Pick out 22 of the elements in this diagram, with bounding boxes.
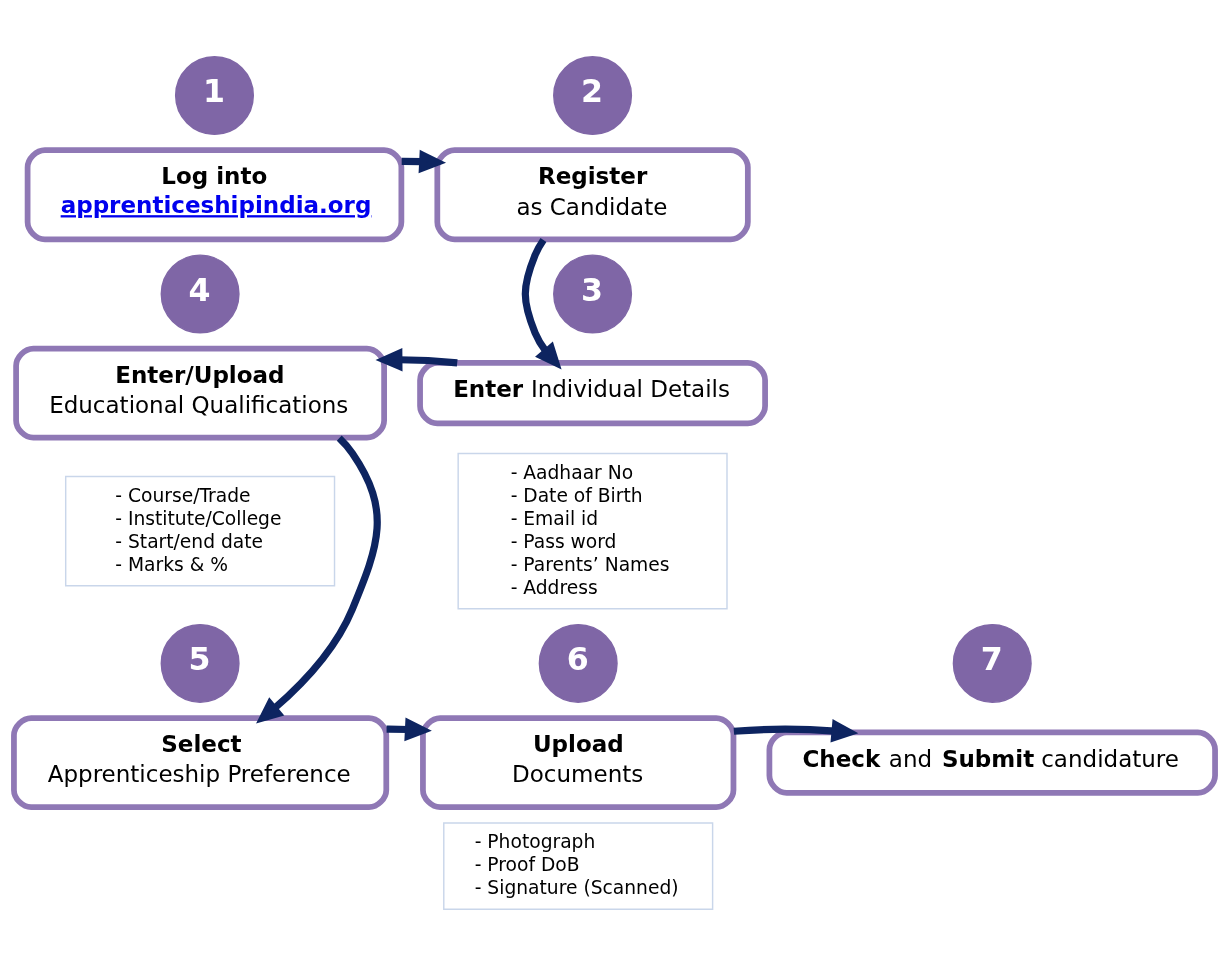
node-box: Register as Candidate	[434, 147, 751, 243]
arrow	[256, 435, 381, 724]
node-circle: 7	[952, 623, 1032, 703]
node-circle: 5	[160, 623, 240, 703]
node-box: Enter Individual Details	[417, 360, 768, 427]
node-circle: 1	[174, 56, 254, 136]
node-box: - Course/Trade - Institute/College - Start/end date - Marks & %	[64, 475, 336, 587]
node-circle: 4	[160, 254, 240, 334]
node-box: - Aadhaar No - Date of Birth - Email id - Pass word - Parents’ Names - Address	[457, 452, 728, 610]
arrow	[401, 149, 447, 174]
node-box: Check and Submit candidature	[766, 729, 1218, 796]
arrow	[521, 237, 562, 370]
node-box: Enter/Upload Educational Qualifications	[13, 345, 387, 441]
node-box: Select Apprenticeship Preference	[11, 715, 390, 811]
node-box: - Photograph - Proof DoB - Signature (Scanned)	[443, 822, 714, 910]
node-box: Upload Documents	[420, 715, 737, 811]
node-circle: 6	[538, 623, 618, 703]
arrow	[733, 719, 859, 743]
node-circle: 3	[553, 254, 633, 334]
node-box: Log into apprenticeshipindia.org	[24, 147, 405, 243]
node-circle: 2	[553, 56, 633, 136]
arrow	[375, 347, 458, 372]
